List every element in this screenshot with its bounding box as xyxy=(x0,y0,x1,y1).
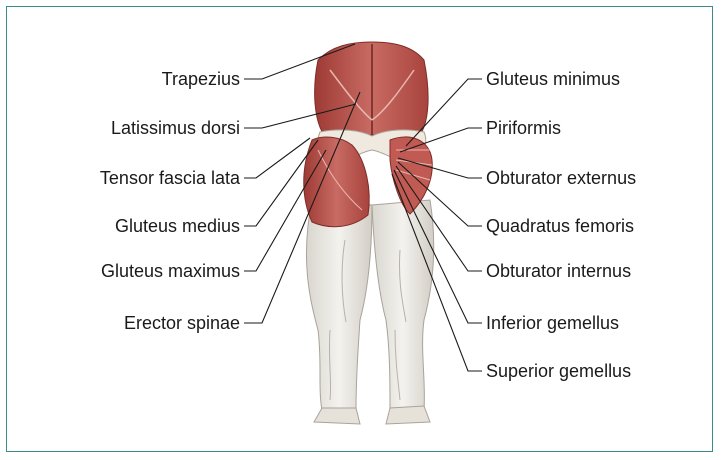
label-inferior-gemellus: Inferior gemellus xyxy=(486,313,619,333)
label-quadratus-femoris: Quadratus femoris xyxy=(486,216,634,236)
label-obturator-internus: Obturator internus xyxy=(486,261,631,281)
label-latissimus-dorsi: Latissimus dorsi xyxy=(40,118,240,138)
label-tensor-fascia-lata: Tensor fascia lata xyxy=(40,168,240,188)
left-leg xyxy=(306,200,372,424)
label-gluteus-maximus: Gluteus maximus xyxy=(40,261,240,281)
label-piriformis: Piriformis xyxy=(486,118,561,138)
torso-muscles xyxy=(315,42,428,140)
label-trapezius: Trapezius xyxy=(40,69,240,89)
leader-line xyxy=(244,138,310,178)
label-superior-gemellus: Superior gemellus xyxy=(486,361,631,381)
label-gluteus-medius: Gluteus medius xyxy=(40,216,240,236)
label-obturator-externus: Obturator externus xyxy=(486,168,636,188)
label-gluteus-minimus: Gluteus minimus xyxy=(486,69,620,89)
label-erector-spinae: Erector spinae xyxy=(40,313,240,333)
